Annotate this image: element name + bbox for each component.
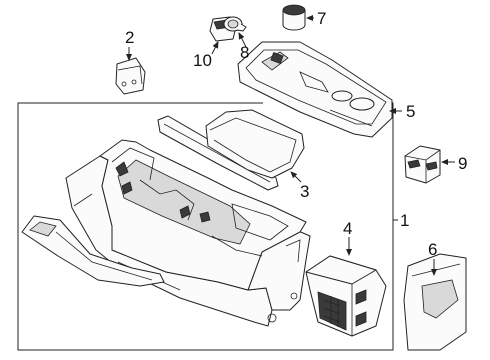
left-side-trim [21,215,165,287]
callout-1: 1 [400,211,409,230]
part-7-cap [282,4,314,31]
callout-7: 7 [317,9,326,28]
callout-2: 2 [125,28,134,47]
part-3-armrest [157,109,305,191]
callout-5: 5 [406,102,415,121]
part-6-side-panel [403,253,467,351]
part-9-module [404,145,455,184]
callout-6: 6 [428,240,437,259]
part-1-console-body [65,139,311,327]
callout-3: 3 [300,182,309,201]
part-4-storage-bin [305,237,387,337]
callout-9: 9 [458,154,467,173]
callout-10: 10 [193,51,212,70]
part-8-socket [223,16,247,48]
part-2-bracket [115,47,146,95]
callout-4: 4 [343,219,352,238]
callout-8: 8 [240,43,249,62]
part-5-finisher-panel [237,41,402,138]
